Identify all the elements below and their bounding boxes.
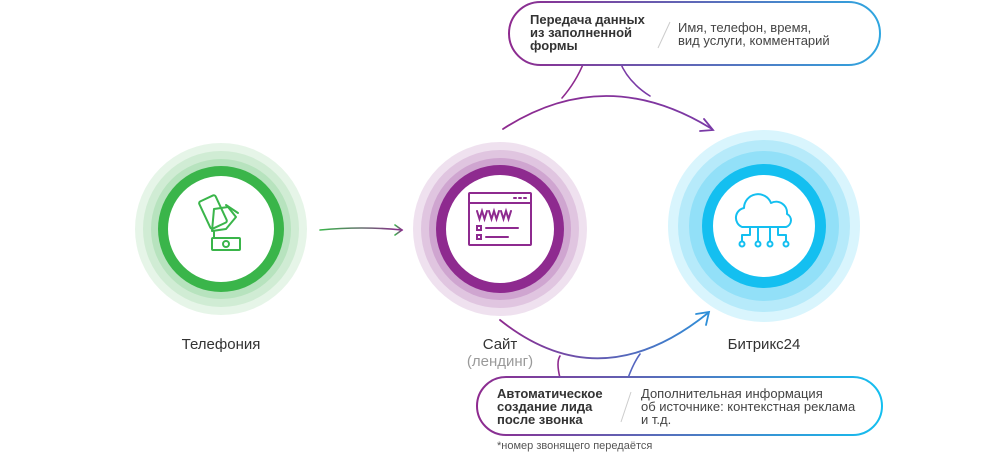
bottom-bubble-divider	[620, 391, 632, 423]
cloud-network-icon	[734, 193, 792, 248]
bottom-bubble-title: Автоматическое создание лида после звонк…	[497, 387, 603, 426]
bottom-bubble-connectors	[557, 353, 641, 379]
hand-phone-money-icon	[198, 194, 241, 251]
browser-www-icon	[468, 192, 532, 246]
site-label: Сайт	[482, 336, 518, 353]
arrow-telephony-to-site	[319, 224, 404, 236]
bottom-bubble-text-line: и т.д.	[641, 412, 672, 427]
top-bubble-text-line: Имя, телефон, время,	[678, 20, 812, 35]
top-bubble-title-line: Передача данных	[530, 12, 645, 27]
footnote: *номер звонящего передаётся	[497, 440, 653, 452]
site-sublabel: (лендинг)	[466, 353, 534, 370]
arrow-site-to-bitrix-top	[502, 95, 715, 132]
bottom-bubble-text-line: об источнике: контекстная реклама	[641, 399, 856, 414]
bottom-bubble-text-line: Дополнительная информация	[641, 386, 823, 401]
bottom-bubble-title-line: после звонка	[497, 412, 583, 427]
bottom-bubble-title-line: Автоматическое	[497, 386, 603, 401]
bottom-bubble-text: Дополнительная информация об источнике: …	[641, 387, 855, 426]
top-bubble-text-line: вид услуги, комментарий	[678, 33, 830, 48]
top-bubble-connectors	[561, 61, 651, 99]
top-bubble-title-line: формы	[530, 38, 578, 53]
bitrix-node	[668, 130, 860, 322]
arrow-site-to-bitrix-bottom	[499, 310, 711, 360]
top-bubble-divider	[657, 21, 671, 49]
top-bubble-title-line: из заполненной	[530, 25, 633, 40]
telephony-node	[135, 143, 307, 315]
site-node	[413, 142, 587, 316]
bottom-bubble-title-line: создание лида	[497, 399, 593, 414]
top-bubble-border	[508, 1, 881, 66]
bitrix-label: Битрикс24	[727, 336, 801, 353]
top-bubble-title: Передача данных из заполненной формы	[530, 13, 645, 52]
telephony-label: Телефония	[181, 336, 261, 353]
top-bubble-text: Имя, телефон, время, вид услуги, коммент…	[678, 21, 830, 47]
bottom-bubble-border	[476, 376, 883, 436]
